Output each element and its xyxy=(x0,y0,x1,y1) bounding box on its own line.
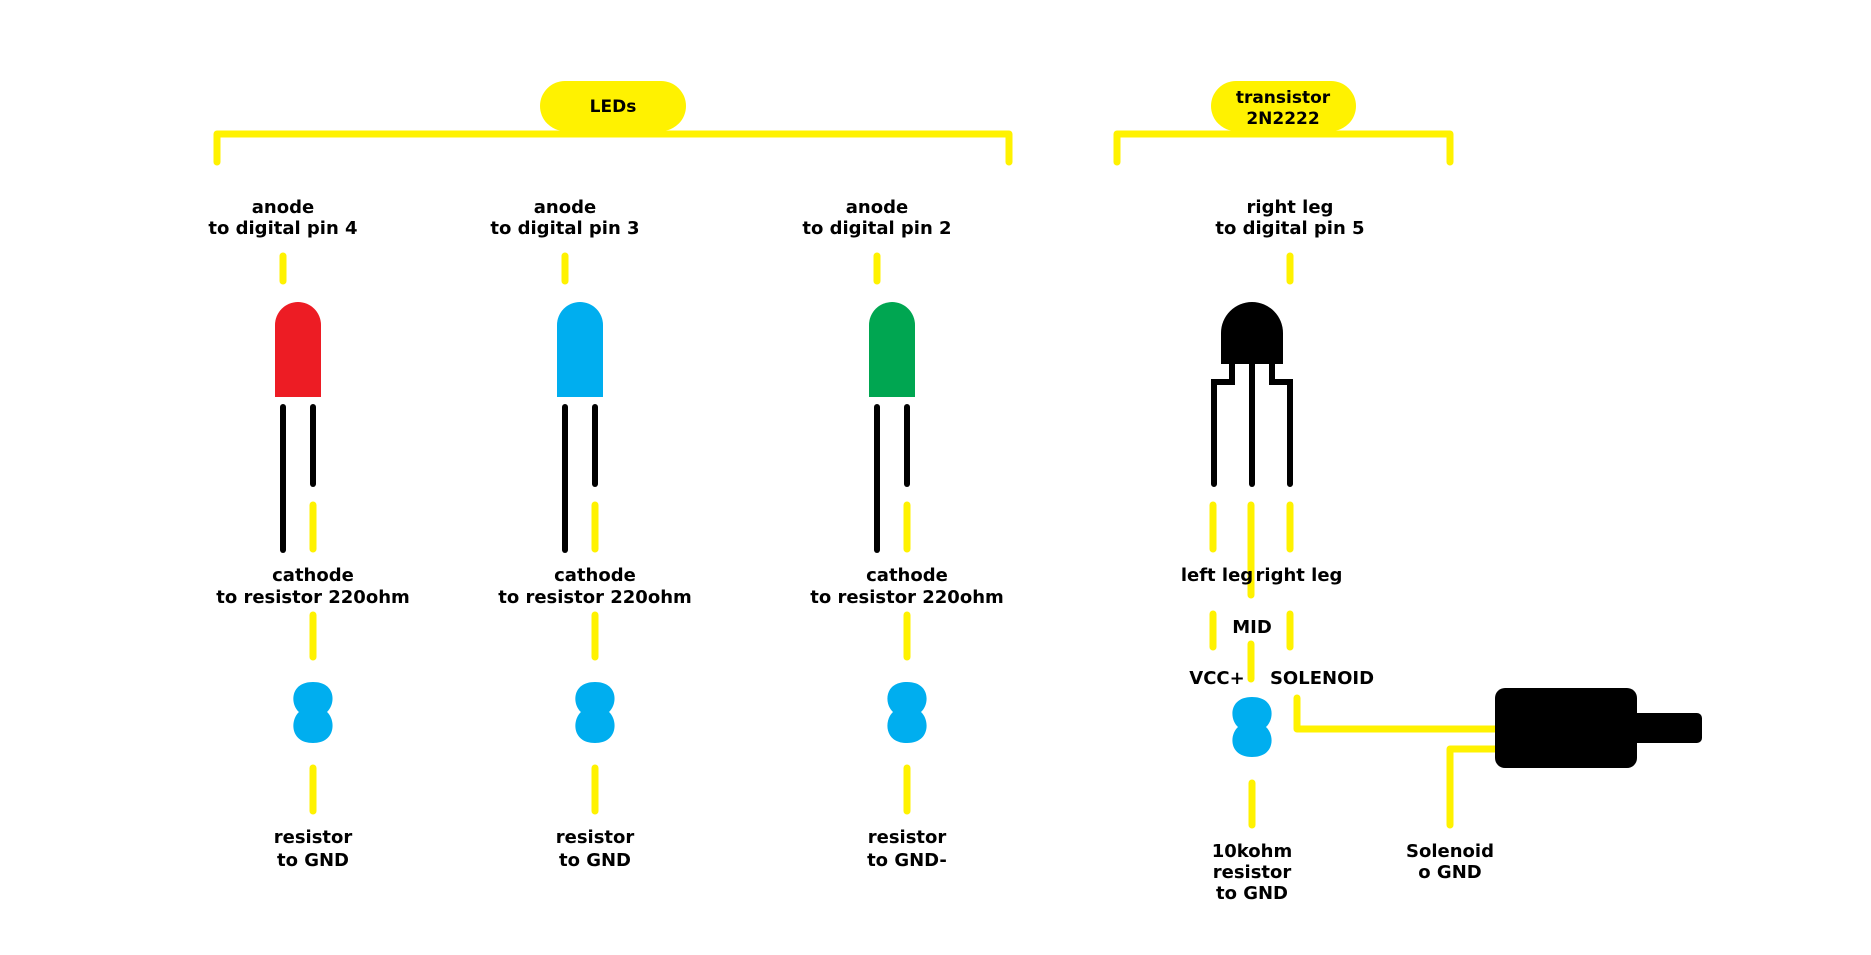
cathode-label-line2: to resistor 220ohm xyxy=(810,587,1004,608)
cathode-label-line1: cathode xyxy=(272,565,354,586)
led-green xyxy=(869,302,915,397)
anode-label-line1: anode xyxy=(846,197,908,218)
anode-label-line2: to digital pin 4 xyxy=(208,218,357,239)
cathode-label-line1: cathode xyxy=(866,565,948,586)
resistor-label-line1: resistor xyxy=(868,827,947,848)
transistor-title-line1: transistor xyxy=(1236,88,1331,108)
right-leg-label: right leg xyxy=(1256,565,1343,586)
leds-title: LEDs xyxy=(590,97,637,117)
solenoid-body xyxy=(1495,688,1637,768)
resistor-label-line2: to GND xyxy=(559,850,631,871)
cathode-label-line2: to resistor 220ohm xyxy=(216,587,410,608)
cathode-label-line2: to resistor 220ohm xyxy=(498,587,692,608)
pulldown-resistor xyxy=(1232,697,1272,757)
resistor-label-line1: resistor xyxy=(274,827,353,848)
leds-bracket xyxy=(213,130,1013,166)
anode-label-line2: to digital pin 2 xyxy=(802,218,951,239)
left-leg-label: left leg xyxy=(1181,565,1253,586)
transistor-top-label-line1: right leg xyxy=(1247,197,1334,218)
solenoid-unit: Solenoid o GND xyxy=(1293,688,1702,883)
solenoid-gnd-wire xyxy=(1446,745,1504,829)
transistor-group-header: transistor 2N2222 xyxy=(1113,81,1454,166)
led-red xyxy=(275,302,321,397)
pulldown-label-line2: resistor xyxy=(1213,862,1292,883)
transistor-body xyxy=(1221,302,1283,364)
anode-label-line2: to digital pin 3 xyxy=(490,218,639,239)
transistor-top-label-line2: to digital pin 5 xyxy=(1215,218,1364,239)
led-blue xyxy=(557,302,603,397)
solenoid-gnd-label-line2: o GND xyxy=(1418,862,1481,883)
pulldown-label-line1: 10kohm xyxy=(1212,841,1292,862)
led-unit-blue: anode to digital pin 3 cathode to resist… xyxy=(490,197,691,871)
solenoid-gnd-label-line1: Solenoid xyxy=(1406,841,1494,862)
pulldown-label-line3: to GND xyxy=(1216,883,1288,904)
led-unit-red: anode to digital pin 4 cathode to resist… xyxy=(208,197,409,871)
leds-pill xyxy=(540,81,686,131)
vcc-label: VCC+ xyxy=(1189,668,1244,689)
transistor-right-leg xyxy=(1269,361,1293,487)
anode-label-line1: anode xyxy=(534,197,596,218)
solenoid-signal-wire xyxy=(1293,694,1504,733)
transistor-unit: right leg to digital pin 5 left leg righ… xyxy=(1181,197,1374,904)
transistor-title-line2: 2N2222 xyxy=(1246,109,1319,129)
resistor xyxy=(887,682,927,743)
led-unit-green: anode to digital pin 2 cathode to resist… xyxy=(802,197,1003,871)
transistor-bracket xyxy=(1113,130,1454,166)
transistor-left-leg xyxy=(1211,361,1235,487)
resistor xyxy=(575,682,615,743)
resistor xyxy=(293,682,333,743)
anode-label-line1: anode xyxy=(252,197,314,218)
cathode-label-line1: cathode xyxy=(554,565,636,586)
resistor-label-line1: resistor xyxy=(556,827,635,848)
resistor-label-line2: to GND- xyxy=(867,850,947,871)
solenoid-label: SOLENOID xyxy=(1270,668,1374,689)
solenoid-plunger xyxy=(1630,713,1702,743)
resistor-label-line2: to GND xyxy=(277,850,349,871)
transistor-pill xyxy=(1211,81,1356,131)
leds-group-header: LEDs xyxy=(213,81,1013,166)
mid-label: MID xyxy=(1232,617,1272,638)
